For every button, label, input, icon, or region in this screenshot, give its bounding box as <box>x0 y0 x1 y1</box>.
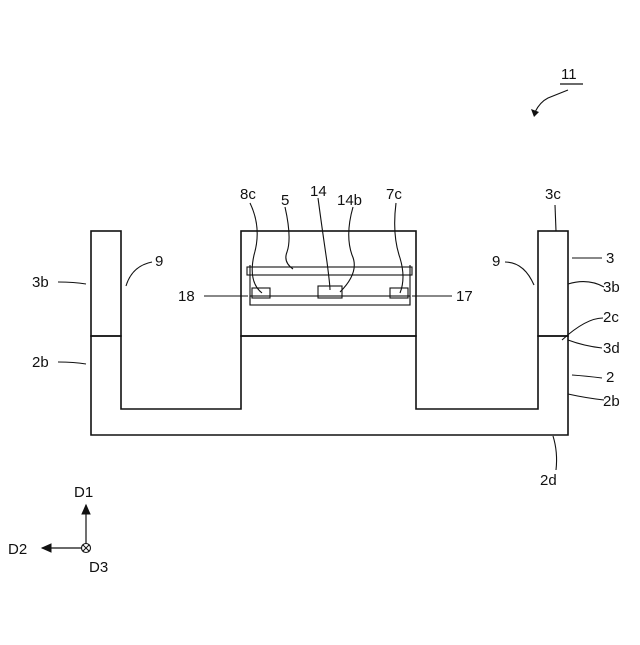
base-member-2 <box>91 336 568 435</box>
label-2b-left: 2b <box>32 354 49 371</box>
axis-label-d3: D3 <box>89 559 108 576</box>
upper-member-3-right-wall <box>538 231 568 336</box>
label-17: 17 <box>456 288 473 305</box>
label-7c: 7c <box>386 186 402 203</box>
label-8c: 8c <box>240 186 256 203</box>
label-14b: 14b <box>337 192 362 209</box>
label-3d: 3d <box>603 340 620 357</box>
label-2b-right: 2b <box>603 393 620 410</box>
label-18: 18 <box>178 288 195 305</box>
figure-ref-number: 11 <box>561 66 577 83</box>
label-2: 2 <box>606 369 614 386</box>
label-5: 5 <box>281 192 289 209</box>
label-3: 3 <box>606 250 614 267</box>
axis-label-d1: D1 <box>74 484 93 501</box>
label-2d: 2d <box>540 472 557 489</box>
label-14: 14 <box>310 183 327 200</box>
axis-label-d2: D2 <box>8 541 27 558</box>
axis-indicator <box>42 505 91 553</box>
label-9-left: 9 <box>155 253 163 270</box>
upper-member-3-left-wall <box>91 231 121 336</box>
label-2c: 2c <box>603 309 619 326</box>
label-3b-left: 3b <box>32 274 49 291</box>
label-3b-right: 3b <box>603 279 620 296</box>
label-3c: 3c <box>545 186 561 203</box>
label-9-right: 9 <box>492 253 500 270</box>
